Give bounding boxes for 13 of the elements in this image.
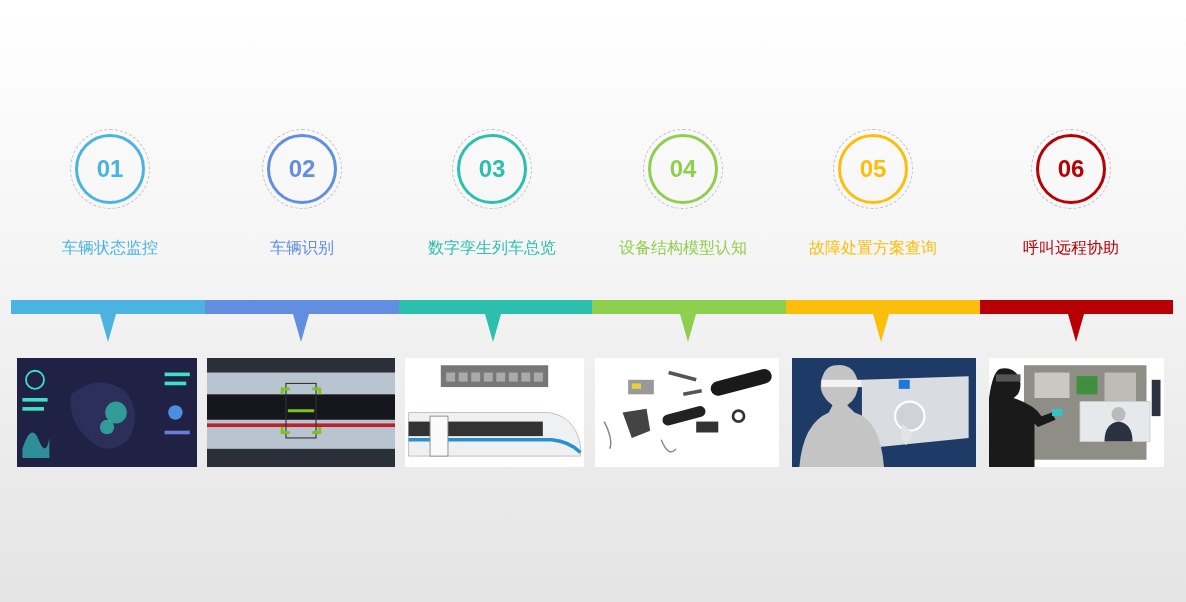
number-circle: 02 [267, 134, 337, 204]
feature-label: 呼叫远程协助 [1022, 238, 1120, 259]
feature-label: 车辆状态监控 [61, 238, 159, 259]
feature-label: 数字孪生列车总览 [427, 238, 557, 259]
number-circle: 06 [1036, 134, 1106, 204]
feature-label: 故障处置方案查询 [808, 238, 938, 259]
picture [207, 358, 395, 467]
number-circle: 05 [838, 134, 908, 204]
feature-label: 设备结构模型认知 [618, 238, 748, 259]
number-circle: 01 [75, 134, 145, 204]
feature-label: 车辆识别 [269, 238, 335, 259]
number-circle: 03 [457, 134, 527, 204]
number-circle: 04 [648, 134, 718, 204]
